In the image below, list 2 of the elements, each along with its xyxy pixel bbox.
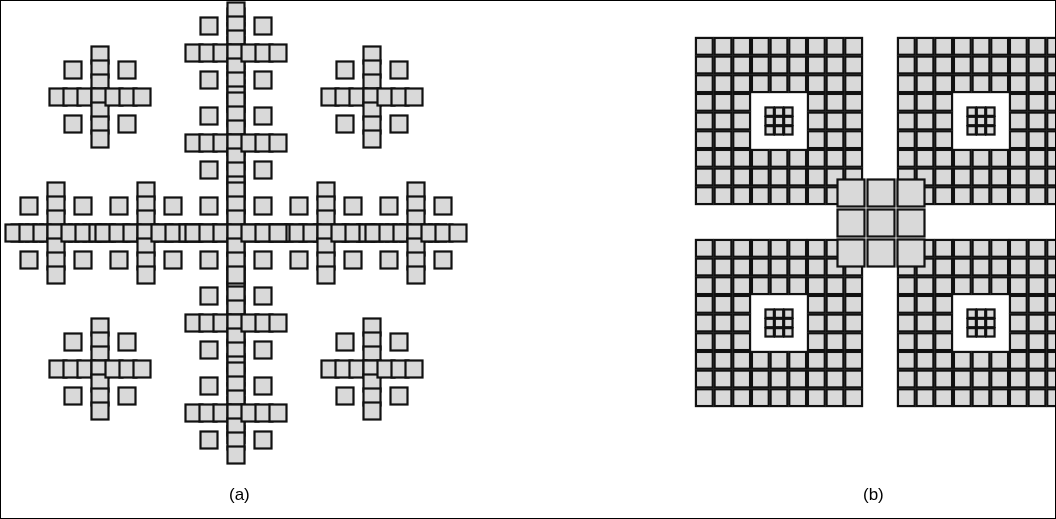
panel-label: (a): [229, 485, 250, 505]
panel-label: (b): [863, 485, 884, 505]
